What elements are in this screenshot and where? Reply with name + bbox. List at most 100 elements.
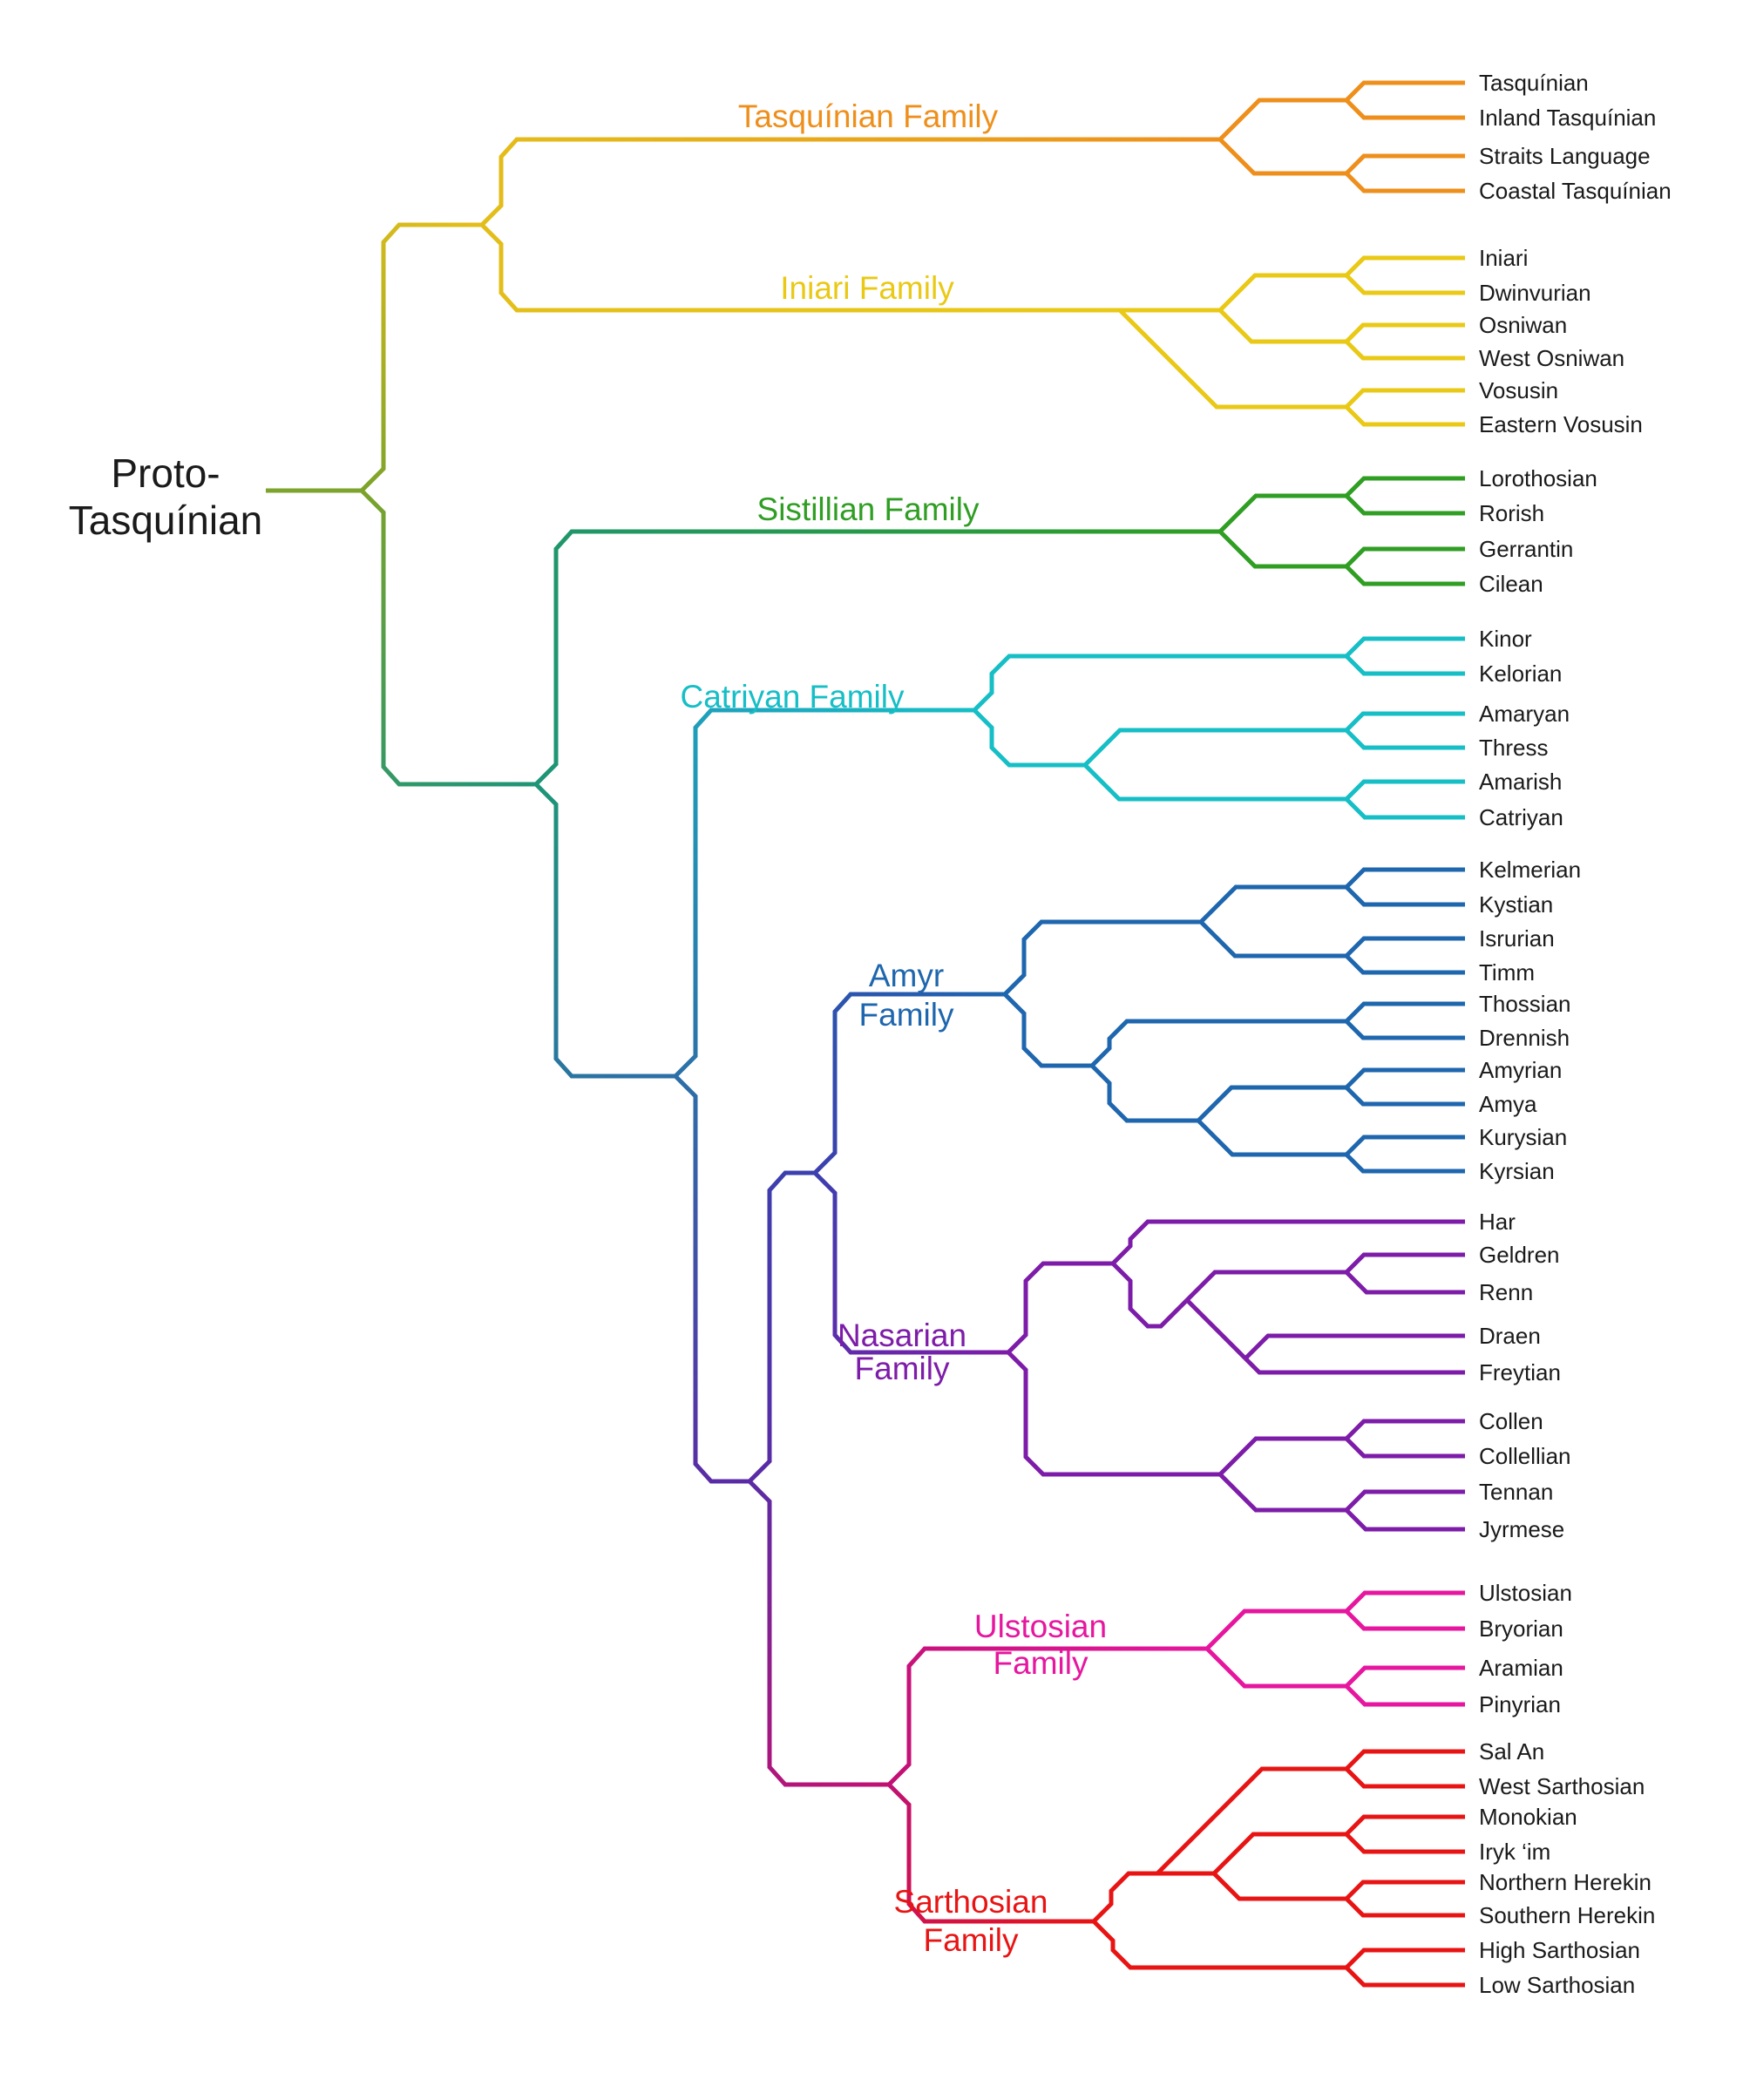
family-edge [1218, 138, 1346, 176]
family-label: Ulstosian [974, 1609, 1107, 1644]
family-edge [1083, 728, 1346, 767]
leaf-tip-edge [1345, 476, 1465, 498]
family-edge [1156, 1766, 1346, 1875]
leaf-label: High Sarthosian [1479, 1937, 1640, 1963]
leaf-label: Tasquínian [1479, 70, 1589, 96]
leaf-tip-edge [1345, 405, 1465, 427]
leaf-tip-edge [1345, 98, 1465, 120]
leaf-label: Kelorian [1479, 660, 1562, 687]
leaf-tip-edge [1345, 954, 1465, 975]
leaf-tip-edge [1345, 388, 1465, 409]
family-label: Tasquínian Family [738, 98, 999, 134]
leaf-tip-edge [1345, 1966, 1465, 1988]
family-edge [1092, 1920, 1346, 1970]
leaf-label: Draen [1479, 1323, 1541, 1349]
leaf-label: Inland Tasquínian [1479, 105, 1656, 131]
leaf-label: Dwinvurian [1479, 280, 1591, 306]
leaf-label: Straits Language [1479, 143, 1651, 169]
trunk-edge [887, 1783, 1094, 1924]
leaf-tip-edge [1345, 1665, 1465, 1688]
leaf-label: Kurysian [1479, 1124, 1567, 1150]
family-edge [1007, 1351, 1220, 1477]
leaf-label: Thossian [1479, 991, 1571, 1017]
leaf-tip-edge [1345, 1948, 1465, 1969]
leaf-tip-edge [1345, 779, 1465, 801]
leaf-label: West Osniwan [1479, 345, 1624, 371]
leaf-tip-edge [1345, 1437, 1465, 1459]
leaf-label: Vosusin [1479, 377, 1558, 403]
leaf-label: Ulstosian [1479, 1580, 1572, 1606]
family-edge [1197, 1119, 1346, 1157]
leaf-tip-edge [1345, 172, 1465, 193]
family-edge [1218, 1436, 1346, 1476]
leaf-label: Aramian [1479, 1655, 1563, 1681]
family-edge [1218, 530, 1346, 569]
family-edge [1244, 1333, 1465, 1360]
leaf-tip-edge [1345, 340, 1465, 361]
trunk-edge [748, 1170, 815, 1483]
family-label: Family [994, 1645, 1089, 1681]
leaf-tip-edge [1345, 1001, 1465, 1023]
leaf-tip-edge [1345, 1419, 1465, 1440]
trunk-edge [360, 222, 482, 492]
leaf-tip-edge [1345, 1832, 1465, 1854]
leaf-tip-edge [1345, 565, 1465, 586]
family-edge [1212, 1872, 1346, 1901]
trunk-edge [480, 223, 1120, 313]
leaf-label: Amaryan [1479, 701, 1570, 727]
leaf-tip-edge [1345, 1590, 1465, 1613]
family-edge [1092, 1871, 1214, 1923]
family-label: Sarthosian [894, 1884, 1048, 1920]
leaf-tip-edge [1345, 1067, 1465, 1089]
leaf-label: Kinor [1479, 626, 1532, 652]
leaf-label: Monokian [1479, 1804, 1577, 1830]
family-edge [1212, 1832, 1346, 1875]
family-edge [1090, 1064, 1198, 1123]
leaf-tip-edge [1345, 322, 1465, 343]
leaf-label: Lorothosian [1479, 465, 1597, 491]
trunk-edge [887, 1646, 1207, 1786]
family-label: Sistillian Family [757, 491, 980, 527]
family-label: Amyr [869, 958, 944, 993]
family-edge [1197, 1085, 1346, 1122]
leaf-label: Timm [1479, 959, 1535, 986]
leaf-label: Iryk ‘im [1479, 1839, 1550, 1865]
leaf-label: Geldren [1479, 1242, 1560, 1268]
leaf-tip-edge [1345, 1153, 1465, 1174]
leaf-label: Collen [1479, 1408, 1543, 1434]
leaf-label: Drennish [1479, 1025, 1570, 1051]
leaf-tip-edge [1345, 885, 1465, 907]
leaf-tip-edge [1345, 1020, 1465, 1040]
leaf-tip-edge [1345, 255, 1465, 277]
family-edge [1218, 98, 1346, 141]
leaf-tip-edge [1345, 1609, 1465, 1631]
leaf-label: Sal An [1479, 1738, 1544, 1765]
family-edge [1185, 1298, 1247, 1360]
family-label: Family [855, 1351, 950, 1386]
family-edge [1007, 1261, 1113, 1354]
family-edge [1218, 308, 1346, 344]
leaf-tip-edge [1345, 728, 1465, 750]
trunk-edge [748, 1480, 889, 1787]
leaf-label: Thress [1479, 735, 1548, 761]
leaf-label: Osniwan [1479, 312, 1567, 338]
family-edge [1083, 763, 1346, 802]
trunk-edge [813, 1171, 1008, 1355]
leaf-tip-edge [1345, 797, 1465, 820]
leaf-tip-edge [1345, 1880, 1465, 1900]
family-label: Catriyan Family [681, 679, 905, 715]
family-edge [1244, 1357, 1465, 1375]
leaf-tip-edge [1345, 1684, 1465, 1707]
family-label: Iniari Family [780, 270, 954, 306]
trunk-edge [534, 782, 675, 1079]
leaf-label: Eastern Vosusin [1479, 411, 1643, 437]
root-label: Proto- [111, 450, 220, 496]
leaf-tip-edge [1345, 1086, 1465, 1107]
family-edge [1199, 884, 1346, 924]
leaf-label: Bryorian [1479, 1616, 1563, 1642]
leaf-label: Kelmerian [1479, 857, 1581, 883]
leaf-label: Renn [1479, 1279, 1533, 1305]
leaf-tip-edge [1345, 1814, 1465, 1836]
